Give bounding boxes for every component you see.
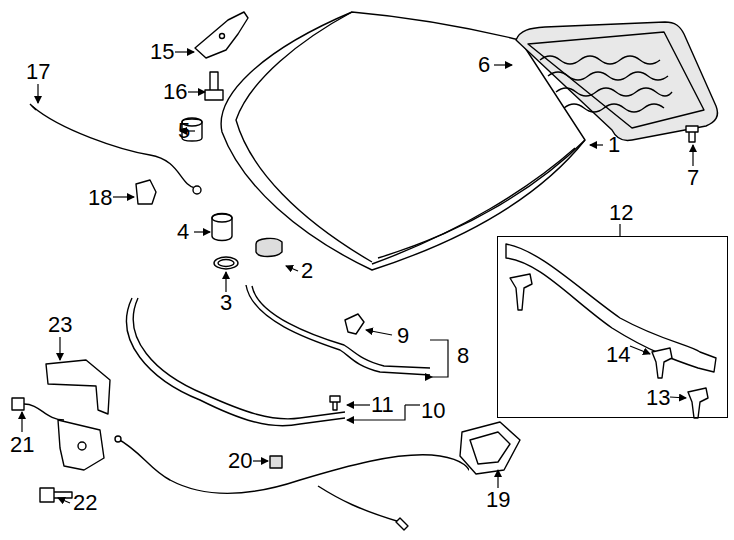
callout-number: 1: [608, 134, 620, 156]
callout-number: 7: [687, 167, 699, 189]
callout-number: 2: [301, 260, 313, 282]
callout-number: 5: [178, 120, 190, 142]
callout-number: 20: [228, 450, 252, 472]
callout-number: 16: [163, 81, 187, 103]
callout-number: 19: [486, 489, 510, 511]
callout-number: 3: [220, 292, 232, 314]
callout-number: 13: [646, 387, 670, 409]
callout-number: 21: [10, 434, 34, 456]
callout-number: 18: [88, 187, 112, 209]
callout-number: 4: [177, 221, 189, 243]
callout-number: 14: [606, 344, 630, 366]
callout-number: 6: [478, 54, 490, 76]
callout-number: 8: [457, 345, 469, 367]
callout-number: 17: [26, 61, 50, 83]
callout-number: 11: [371, 394, 394, 416]
callout-number: 10: [421, 400, 445, 422]
callout-number: 22: [73, 492, 97, 514]
callout-number: 9: [397, 325, 409, 347]
callout-number: 15: [150, 41, 174, 63]
parts-group-box: 121413: [497, 236, 728, 418]
callout-number: 12: [609, 202, 633, 224]
callout-number: 23: [48, 314, 72, 336]
